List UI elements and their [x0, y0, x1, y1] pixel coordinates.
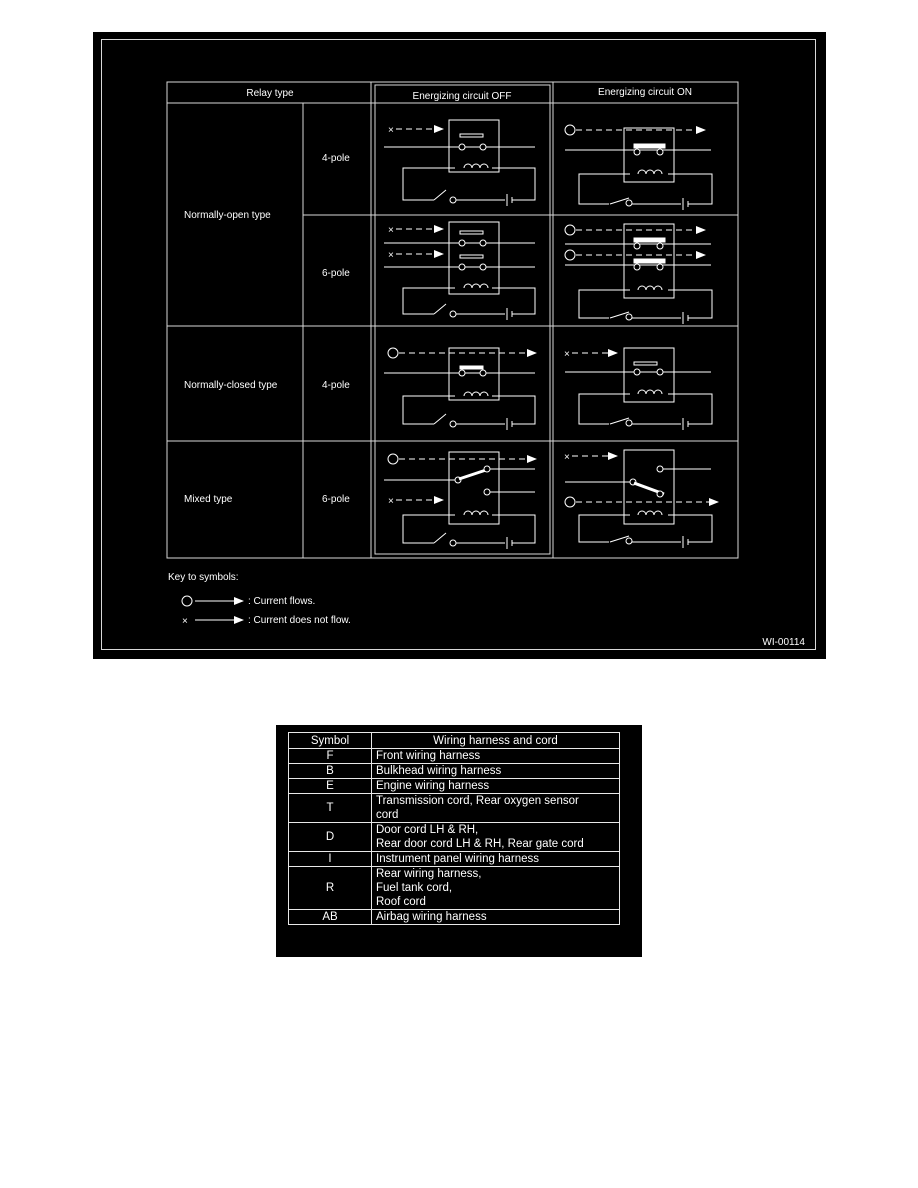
harness-description-cell: Door cord LH & RH, Rear door cord LH & RH… [371, 822, 620, 852]
harness-description-cell: Front wiring harness [371, 748, 620, 764]
table-row: I Instrument panel wiring harness [288, 851, 620, 867]
relay-schematic-mixed-on: × [564, 449, 719, 548]
relay-schematic-no4-off: × [384, 119, 536, 206]
table-row: R Rear wiring harness, Fuel tank cord, Roof… [288, 866, 620, 910]
key-title: Key to symbols: [168, 572, 239, 583]
harness-description-cell: Instrument panel wiring harness [371, 851, 620, 867]
harness-symbol-figure: Symbol Wiring harness and cord F Front wi… [276, 725, 642, 957]
harness-description-line: Roof cord [376, 896, 426, 908]
relay-schematic-no6-off: × × [384, 221, 536, 320]
harness-symbol-cell: F [288, 748, 372, 764]
harness-description-cell: Airbag wiring harness [371, 909, 620, 925]
harness-symbol-cell: AB [288, 909, 372, 925]
row-label-normally-closed: Normally-closed type [184, 380, 278, 391]
harness-symbol-cell: I [288, 851, 372, 867]
svg-text:×: × [564, 349, 570, 360]
harness-description-line: cord [376, 809, 399, 821]
header-description: Wiring harness and cord [371, 732, 620, 749]
row-label-normally-open: Normally-open type [184, 210, 271, 221]
harness-symbol-cell: D [288, 822, 372, 852]
harness-description-cell: Rear wiring harness, Fuel tank cord, Roof … [371, 866, 620, 910]
harness-description-line: Airbag wiring harness [376, 911, 487, 923]
table-row: F Front wiring harness [288, 748, 620, 764]
relay-schematic-nc4-off [384, 347, 537, 430]
table-header-row: Symbol Wiring harness and cord [288, 732, 620, 749]
svg-text:×: × [388, 250, 394, 261]
table-row: D Door cord LH & RH, Rear door cord LH & R… [288, 822, 620, 852]
relay-schematic-mixed-off: × [384, 451, 537, 549]
header-relay-type: Relay type [246, 88, 294, 99]
table-row: E Engine wiring harness [288, 778, 620, 794]
relay-diagram: Relay type Energizing circuit OFF Energi… [166, 81, 805, 648]
key-flows-text: : Current flows. [248, 596, 315, 607]
harness-symbol-cell: E [288, 778, 372, 794]
table-row: AB Airbag wiring harness [288, 909, 620, 925]
relay-schematic-no6-on [564, 223, 713, 324]
row-pole-4: 6-pole [322, 494, 350, 505]
relay-schematic-no4-on [564, 124, 713, 210]
svg-text:×: × [388, 496, 394, 507]
key-cross-icon: × [182, 616, 188, 627]
key-circle-icon [181, 595, 193, 607]
figure-code: WI-00114 [762, 637, 805, 648]
harness-description-line: Bulkhead wiring harness [376, 765, 502, 777]
harness-description-line: Instrument panel wiring harness [376, 853, 539, 865]
header-circuit-on: Energizing circuit ON [598, 87, 692, 98]
svg-text:×: × [388, 125, 394, 136]
row-pole-3: 4-pole [322, 380, 350, 391]
relay-schematic-nc4-on: × [564, 347, 713, 430]
row-pole-2: 6-pole [322, 268, 350, 279]
figure-frame [101, 39, 816, 650]
harness-description-line: Rear wiring harness, [376, 868, 482, 880]
svg-text:×: × [388, 225, 394, 236]
relay-table-grid [166, 81, 739, 559]
harness-symbol-table: Symbol Wiring harness and cord F Front wi… [288, 732, 620, 925]
svg-text:×: × [564, 452, 570, 463]
harness-description-cell: Engine wiring harness [371, 778, 620, 794]
table-row: B Bulkhead wiring harness [288, 763, 620, 779]
table-row: T Transmission cord, Rear oxygen sensor co… [288, 793, 620, 823]
harness-description-line: Fuel tank cord, [376, 882, 453, 894]
harness-description-line: Rear door cord LH & RH, Rear gate cord [376, 838, 584, 850]
harness-symbol-cell: B [288, 763, 372, 779]
key-no-flow-text: : Current does not flow. [248, 615, 351, 626]
harness-description-line: Door cord LH & RH, [376, 824, 479, 836]
row-label-mixed: Mixed type [184, 494, 233, 505]
header-symbol: Symbol [288, 732, 372, 749]
header-circuit-off: Energizing circuit OFF [413, 91, 512, 102]
row-pole-1: 4-pole [322, 153, 350, 164]
harness-description-line: Transmission cord, Rear oxygen sensor [376, 795, 579, 807]
harness-symbol-cell: T [288, 793, 372, 823]
harness-description-cell: Bulkhead wiring harness [371, 763, 620, 779]
harness-description-cell: Transmission cord, Rear oxygen sensor cor… [371, 793, 620, 823]
relay-diagram-figure: Relay type Energizing circuit OFF Energi… [93, 32, 826, 659]
harness-description-line: Engine wiring harness [376, 780, 490, 792]
harness-symbol-cell: R [288, 866, 372, 910]
harness-description-line: Front wiring harness [376, 750, 481, 762]
